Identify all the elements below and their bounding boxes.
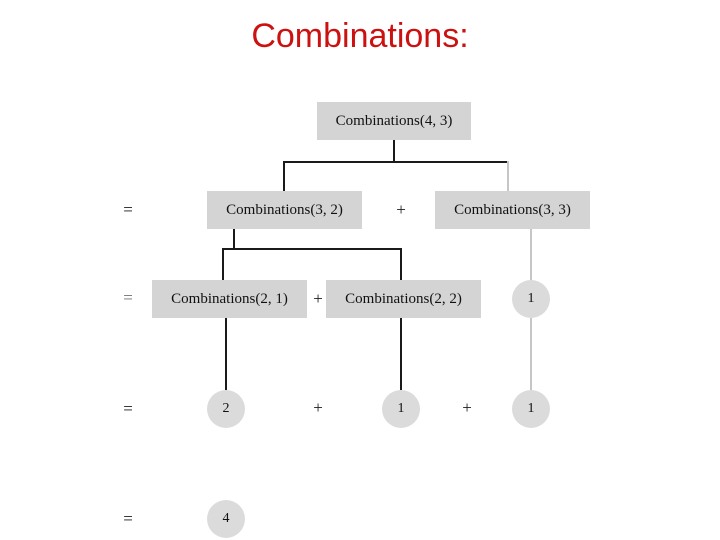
connector-root-to-left-child <box>283 161 285 192</box>
connector-root-stem <box>393 140 395 162</box>
page-title: Combinations: <box>251 17 469 55</box>
equals-sign-level4: = <box>123 399 133 418</box>
plus-sign-level4-first: + <box>313 398 323 417</box>
node-combinations-3-2: Combinations(3, 2) <box>207 191 362 229</box>
node-value-one-level3: 1 <box>512 280 550 318</box>
node-combinations-2-1: Combinations(2, 1) <box>152 280 307 318</box>
node-combinations-3-3: Combinations(3, 3) <box>435 191 590 229</box>
connector-c32-to-left-child <box>222 248 224 280</box>
equals-sign-level2: = <box>123 200 133 219</box>
connector-c21-to-two <box>225 318 227 390</box>
equals-sign-level5: = <box>123 509 133 528</box>
connector-c22-to-one <box>400 318 402 390</box>
plus-sign-level3: + <box>313 289 323 308</box>
connector-root-crossbar <box>283 161 509 163</box>
connector-c33-to-one <box>530 229 532 284</box>
node-value-two: 2 <box>207 390 245 428</box>
connector-root-to-right-child <box>507 161 509 192</box>
connector-c32-to-right-child <box>400 248 402 280</box>
node-result-four: 4 <box>207 500 245 538</box>
plus-sign-level4-second: + <box>462 398 472 417</box>
plus-sign-level2: + <box>396 200 406 219</box>
connector-one-to-one <box>530 318 532 390</box>
node-combinations-2-2: Combinations(2, 2) <box>326 280 481 318</box>
equals-sign-level3: = <box>123 288 133 307</box>
node-value-one-middle: 1 <box>382 390 420 428</box>
node-value-one-right: 1 <box>512 390 550 428</box>
connector-c32-crossbar <box>222 248 402 250</box>
node-combinations-4-3: Combinations(4, 3) <box>317 102 471 140</box>
connector-c32-stem <box>233 229 235 249</box>
